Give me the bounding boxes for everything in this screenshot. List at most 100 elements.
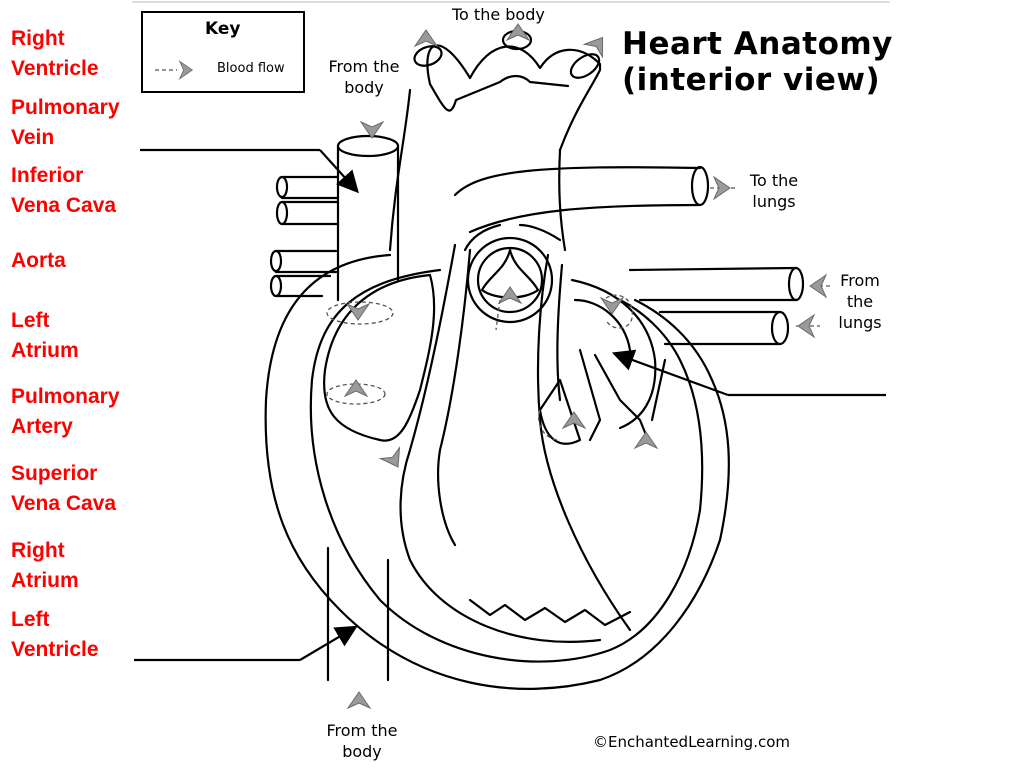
key-blood-flow-label: Blood flow: [217, 61, 285, 76]
pulmonary-vein-left-1: [280, 175, 340, 200]
mitral-valve-ring: [326, 383, 386, 405]
superior-vena-cava: [336, 144, 400, 302]
left-atrium-chamber: [570, 278, 657, 430]
term-line: Pulmonary: [11, 385, 120, 408]
flow-arrow-ivc: [347, 691, 371, 709]
term-line: Pulmonary: [11, 96, 120, 119]
term-aorta: Aorta: [11, 246, 66, 276]
flow-arrow-aorta-1: [414, 29, 438, 47]
tricuspid-valve-ring: [326, 301, 394, 325]
label-line: the: [846, 292, 874, 311]
flow-dashed-line: [495, 299, 501, 331]
label-line: From: [840, 271, 880, 290]
aorta-branch-1: [413, 45, 443, 67]
septum-right: [536, 253, 632, 632]
right-atrium-chamber: [323, 273, 436, 442]
pulmonary-vein-right-2-end: [770, 310, 790, 346]
term-line: Inferior: [11, 164, 84, 187]
term-line: Right: [11, 539, 65, 562]
term-line: Atrium: [11, 569, 79, 592]
pulmonary-artery: [453, 148, 702, 252]
pulmonary-vein-left-2-end: [275, 200, 289, 226]
flow-arrow-to-lungs: [713, 176, 731, 200]
aortic-arch: [426, 44, 602, 152]
label-line: lungs: [752, 192, 796, 211]
label-from-the-body-top: From the body: [318, 56, 410, 98]
label-to-the-body: To the body: [452, 5, 545, 24]
term-line: Vena Cava: [11, 194, 117, 217]
legend-key: Key Blood flow: [141, 11, 305, 93]
term-line: Right: [11, 27, 65, 50]
pulmonary-valve-inner: [476, 246, 544, 314]
pulmonary-artery-end: [690, 165, 710, 207]
label-to-the-lungs: To the lungs: [738, 170, 810, 212]
superior-vena-cava-top: [336, 134, 400, 158]
term-line: Ventricle: [11, 638, 99, 661]
left-dashed-ring: [605, 294, 633, 329]
label-line: From the: [328, 57, 400, 76]
aortic-arch-inner: [428, 74, 570, 112]
title-line: (interior view): [622, 62, 881, 98]
inferior-vena-cava: [326, 546, 390, 682]
title-line: Heart Anatomy: [622, 26, 893, 62]
label-line: lungs: [838, 313, 882, 332]
pointer-arrow-bottom-left: [299, 625, 358, 661]
flow-arrow-right-atrium-2: [344, 379, 368, 397]
pulmonary-vein-left-4-end: [269, 274, 283, 298]
label-from-the-body-bottom: From the body: [316, 720, 408, 762]
term-line: Artery: [11, 415, 73, 438]
flow-arrow-left-ventricle: [634, 431, 658, 449]
term-line: Left: [11, 608, 50, 631]
aorta-down: [463, 223, 562, 252]
septum: [399, 243, 602, 643]
flow-arrow-right-ventricle: [379, 447, 409, 473]
term-line: Superior: [11, 462, 98, 485]
flow-arrow-from-lungs-1: [809, 274, 827, 298]
right-valve: [538, 378, 582, 445]
key-title: Key: [205, 19, 241, 39]
term-line: Vena Cava: [11, 492, 117, 515]
pointer-arrow-right: [611, 349, 729, 397]
aorta-stem: [388, 88, 412, 252]
label-line: To the: [749, 171, 799, 190]
pointer-arrow-top-left: [319, 149, 359, 194]
left-ventricle-zigzag: [468, 598, 632, 627]
pulmonary-valve: [466, 236, 554, 324]
term-line: Ventricle: [11, 57, 99, 80]
page-title: Heart Anatomy(interior view): [622, 26, 893, 98]
flow-arrow-valve: [498, 286, 522, 304]
pulmonary-vein-right-2: [658, 310, 782, 346]
label-from-the-lungs: From the lungs: [832, 270, 888, 333]
term-line: Left: [11, 309, 50, 332]
label-line: From the: [326, 721, 398, 740]
pulmonary-vein-left-2: [280, 200, 340, 226]
pulmonary-vein-right-1-end: [787, 266, 805, 302]
heart-outer-wall: [264, 253, 730, 690]
pulmonary-vein-left-3-end: [269, 249, 283, 273]
ventricle-dashed-ring: [538, 409, 561, 441]
label-line: body: [342, 742, 382, 761]
flow-arrow-left-atrium: [600, 297, 624, 315]
pulmonary-vein-right-1: [628, 266, 798, 302]
term-line: Atrium: [11, 339, 79, 362]
heart-inner-wall: [309, 268, 704, 663]
label-line: body: [344, 78, 384, 97]
pulmonary-vein-left-3: [274, 249, 338, 274]
flow-arrow-ventricle-mid: [562, 411, 586, 429]
aorta-branch-3: [569, 53, 601, 79]
flow-arrow-aorta-3: [583, 30, 613, 58]
term-line: Aorta: [11, 249, 66, 272]
copyright-credit: ©EnchantedLearning.com: [593, 733, 790, 751]
term-line: Vein: [11, 126, 55, 149]
pulmonary-vein-left-1-end: [275, 175, 289, 199]
